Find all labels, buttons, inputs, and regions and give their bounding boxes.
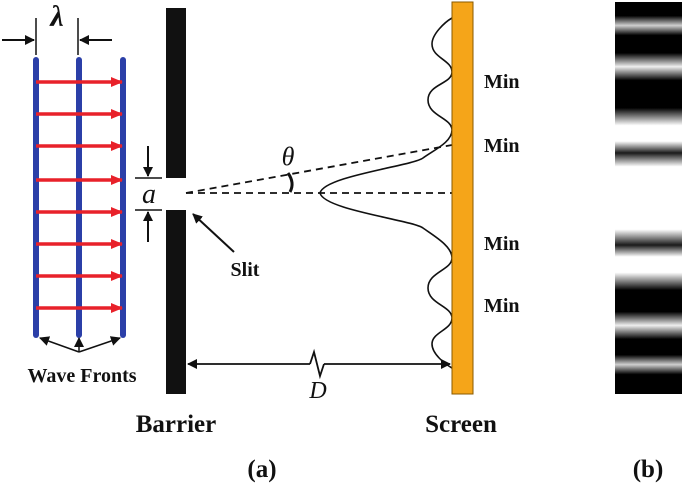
distance-dimension: D (187, 348, 451, 404)
screen-bar (451, 1, 474, 395)
barrier-label: Barrier (136, 411, 217, 438)
theta-label: θ (282, 142, 295, 171)
slit-width-label: a (142, 179, 156, 210)
fringe-pattern (615, 2, 682, 394)
barrier-upper (166, 8, 186, 178)
slit-label: Slit (231, 259, 260, 281)
slit-callout: Slit (192, 213, 260, 281)
panel-b-label: (b) (633, 456, 664, 483)
fringe-pattern-image (615, 2, 682, 394)
wave-fronts-callout: Wave Fronts (27, 336, 137, 387)
screen-label: Screen (425, 411, 497, 438)
propagation-arrows (36, 77, 123, 313)
panel-a-label: (a) (247, 456, 276, 483)
min-label: Min (484, 295, 520, 317)
min-label: Min (484, 71, 520, 93)
wave-fronts-label: Wave Fronts (27, 365, 136, 387)
lambda-label: λ (48, 0, 63, 33)
wave-fronts (33, 57, 126, 338)
slit-width-dimension: a (135, 146, 162, 242)
first-minimum-line (185, 144, 453, 194)
minimum-labels: Min Min Min Min (484, 71, 520, 317)
barrier: Barrier (136, 8, 217, 438)
screen: Screen (425, 1, 497, 438)
geometry-lines (185, 144, 453, 194)
barrier-lower (166, 210, 186, 394)
theta-angle: θ (282, 142, 295, 193)
min-label: Min (484, 233, 520, 255)
min-label: Min (484, 135, 520, 157)
wavelength-dimension: λ (2, 0, 112, 55)
distance-label: D (308, 378, 326, 404)
